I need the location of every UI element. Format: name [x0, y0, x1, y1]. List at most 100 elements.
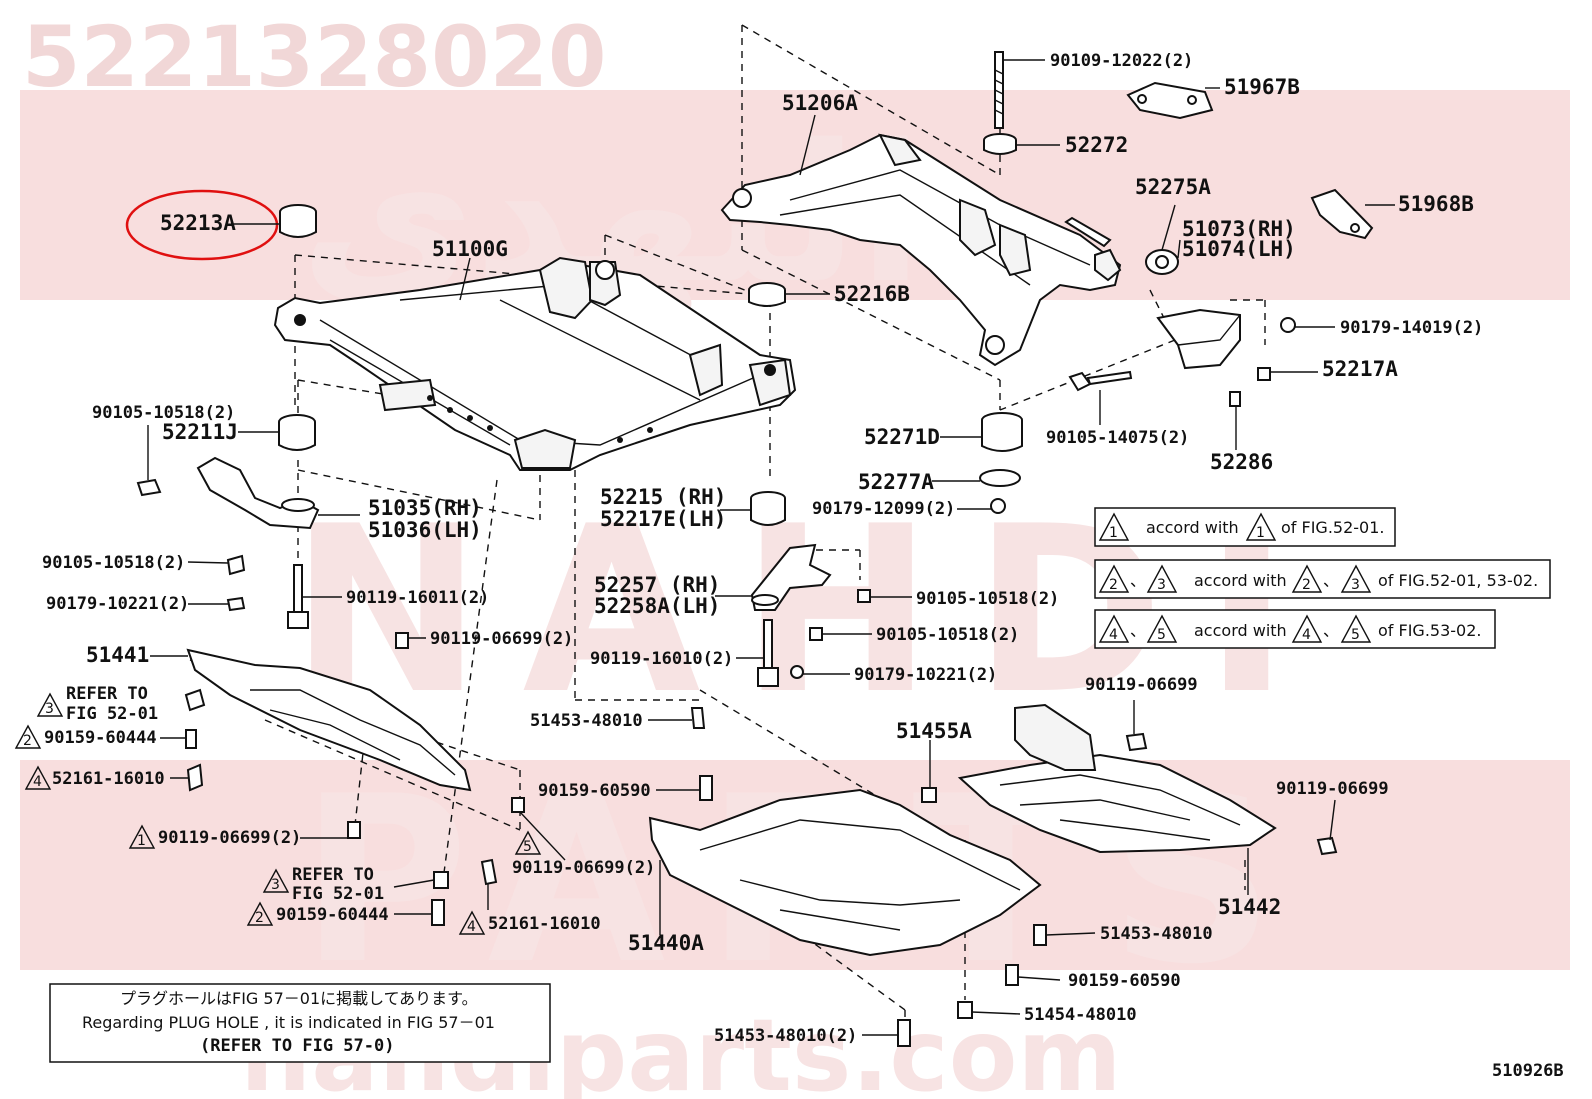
plug-hole-note: プラグホールはFIG 57－01に掲載してあります。 Regarding PLU… [49, 983, 551, 1063]
triangle-5: 5 [514, 830, 542, 855]
label-51206a: 51206A [782, 91, 858, 115]
label-51440a: 51440A [628, 931, 704, 955]
label-90119-16010: 90119-16010(2) [590, 649, 733, 669]
svg-text:5: 5 [1157, 627, 1166, 643]
label-90179-10221-b: 90179-10221(2) [854, 665, 997, 685]
svg-text:3: 3 [271, 877, 280, 893]
svg-text:、: 、 [1323, 621, 1339, 640]
label-51455a: 51455A [896, 719, 972, 743]
label-90119-16011: 90119-16011(2) [346, 588, 489, 608]
label-51036: 51036(LH) [368, 518, 482, 542]
label-90159-60444-b: 90159-60444 [276, 905, 389, 925]
svg-text:5: 5 [1351, 627, 1360, 643]
reference-triangles: 3 2 4 1 5 3 2 4 [14, 692, 542, 935]
leader-lines [147, 59, 1395, 1036]
label-51967b: 51967B [1224, 75, 1300, 99]
label-51100g: 51100G [432, 237, 508, 261]
label-52217e: 52217E(LH) [600, 507, 726, 531]
svg-text:5: 5 [523, 839, 532, 855]
svg-text:of FIG.52-01.: of FIG.52-01. [1281, 518, 1385, 537]
label-refer-to-b: REFER TO [292, 865, 374, 885]
triangle-3-a: 3 [36, 692, 64, 717]
svg-text:3: 3 [45, 701, 54, 717]
label-90119-06699-d: 90119-06699(2) [158, 828, 301, 848]
label-51453-48010-b: 51453-48010 [1100, 924, 1213, 944]
triangle-1: 1 [128, 824, 156, 849]
label-52217a: 52217A [1322, 357, 1398, 381]
svg-text:of FIG.52-01, 53-02.: of FIG.52-01, 53-02. [1378, 571, 1538, 590]
svg-text:1: 1 [137, 833, 146, 849]
label-90105-10518-d: 90105-10518(2) [876, 625, 1019, 645]
label-fig-52-01-b: FIG 52-01 [292, 884, 384, 904]
label-fig-52-01-a: FIG 52-01 [66, 704, 158, 724]
label-90105-14075: 90105-14075(2) [1046, 428, 1189, 448]
note-box-1: 1 accord with 1 of FIG.52-01. [1094, 507, 1396, 547]
label-51454-48010: 51454-48010 [1024, 1005, 1137, 1025]
part-labels: 90109-12022(2) 51967B 51206A 52272 52275… [42, 51, 1564, 1081]
label-51442: 51442 [1218, 895, 1281, 919]
svg-text:3: 3 [1351, 577, 1360, 593]
label-90105-10518-a: 90105-10518(2) [92, 403, 235, 423]
label-90105-10518-c: 90105-10518(2) [916, 589, 1059, 609]
label-52161-16010-a: 52161-16010 [52, 769, 165, 789]
label-51074: 51074(LH) [1182, 237, 1296, 261]
rear-crossmember-51206a [720, 133, 1122, 367]
label-51453-48010-c: 51453-48010(2) [714, 1026, 857, 1046]
label-51035: 51035(RH) [368, 496, 482, 520]
svg-text:2: 2 [23, 733, 32, 749]
label-51968b: 51968B [1398, 192, 1474, 216]
label-90159-60444-a: 90159-60444 [44, 728, 157, 748]
svg-text:、: 、 [1323, 571, 1339, 590]
triangle-3-b: 3 [262, 868, 290, 893]
triangle-4-b: 4 [458, 910, 486, 935]
label-52211j: 52211J [162, 420, 238, 444]
note-line-ref: (REFER TO FIG 57-0) [200, 1036, 394, 1056]
svg-text:4: 4 [33, 774, 42, 790]
label-51453-48010-a: 51453-48010 [530, 711, 643, 731]
label-90119-06699-b: 90119-06699 [1085, 675, 1198, 695]
svg-text:4: 4 [1109, 627, 1118, 643]
note-box-3: 4 、 5 accord with 4 、 5 of FIG.53-02. [1094, 609, 1496, 649]
triangle-2-b: 2 [246, 901, 274, 926]
part-number-watermark: 5221328020 [22, 8, 606, 106]
svg-text:2: 2 [1109, 577, 1118, 593]
label-52161-16010-b: 52161-16010 [488, 914, 601, 934]
label-90179-10221-a: 90179-10221(2) [46, 594, 189, 614]
label-52258a: 52258A(LH) [594, 594, 720, 618]
note-box-2: 2 、 3 accord with 2 、 3 of FIG.52-01, 53… [1094, 559, 1551, 599]
svg-text:accord with: accord with [1194, 621, 1287, 640]
label-52215: 52215 (RH) [600, 485, 726, 509]
label-52277a: 52277A [858, 470, 934, 494]
label-52272: 52272 [1065, 133, 1128, 157]
label-90119-06699-c: 90119-06699 [1276, 779, 1389, 799]
under-covers [186, 648, 1277, 957]
svg-text:3: 3 [1157, 577, 1166, 593]
triangle-2-a: 2 [14, 724, 42, 749]
label-90179-14019: 90179-14019(2) [1340, 318, 1483, 338]
svg-text:4: 4 [1302, 627, 1311, 643]
reference-notes: 1 accord with 1 of FIG.52-01. 2 、 3 acco… [1094, 507, 1551, 649]
label-52213a: 52213A [160, 211, 236, 235]
label-refer-to-a: REFER TO [66, 684, 148, 704]
watermark-layer: 5221328020 النهدي NAHDI PARTS nahdiparts… [20, 8, 1570, 1099]
svg-text:2: 2 [1302, 577, 1311, 593]
label-51073: 51073(RH) [1182, 217, 1296, 241]
label-90119-06699-e: 90119-06699(2) [512, 858, 655, 878]
svg-text:、: 、 [1130, 621, 1146, 640]
svg-text:accord with: accord with [1194, 571, 1287, 590]
label-90159-60590-b: 90159-60590 [1068, 971, 1181, 991]
label-90119-06699-a: 90119-06699(2) [430, 629, 573, 649]
label-51441: 51441 [86, 643, 149, 667]
svg-text:4: 4 [467, 919, 476, 935]
front-crossmember-51100g [273, 256, 797, 471]
svg-text:2: 2 [255, 910, 264, 926]
bushings-and-fasteners [136, 51, 1374, 1047]
svg-text:accord with: accord with [1146, 518, 1239, 537]
svg-text:、: 、 [1130, 571, 1146, 590]
diagram-code: 510926B [1492, 1061, 1564, 1081]
label-90179-12099: 90179-12099(2) [812, 499, 955, 519]
highlight-ring [125, 189, 279, 261]
label-90159-60590-a: 90159-60590 [538, 781, 651, 801]
